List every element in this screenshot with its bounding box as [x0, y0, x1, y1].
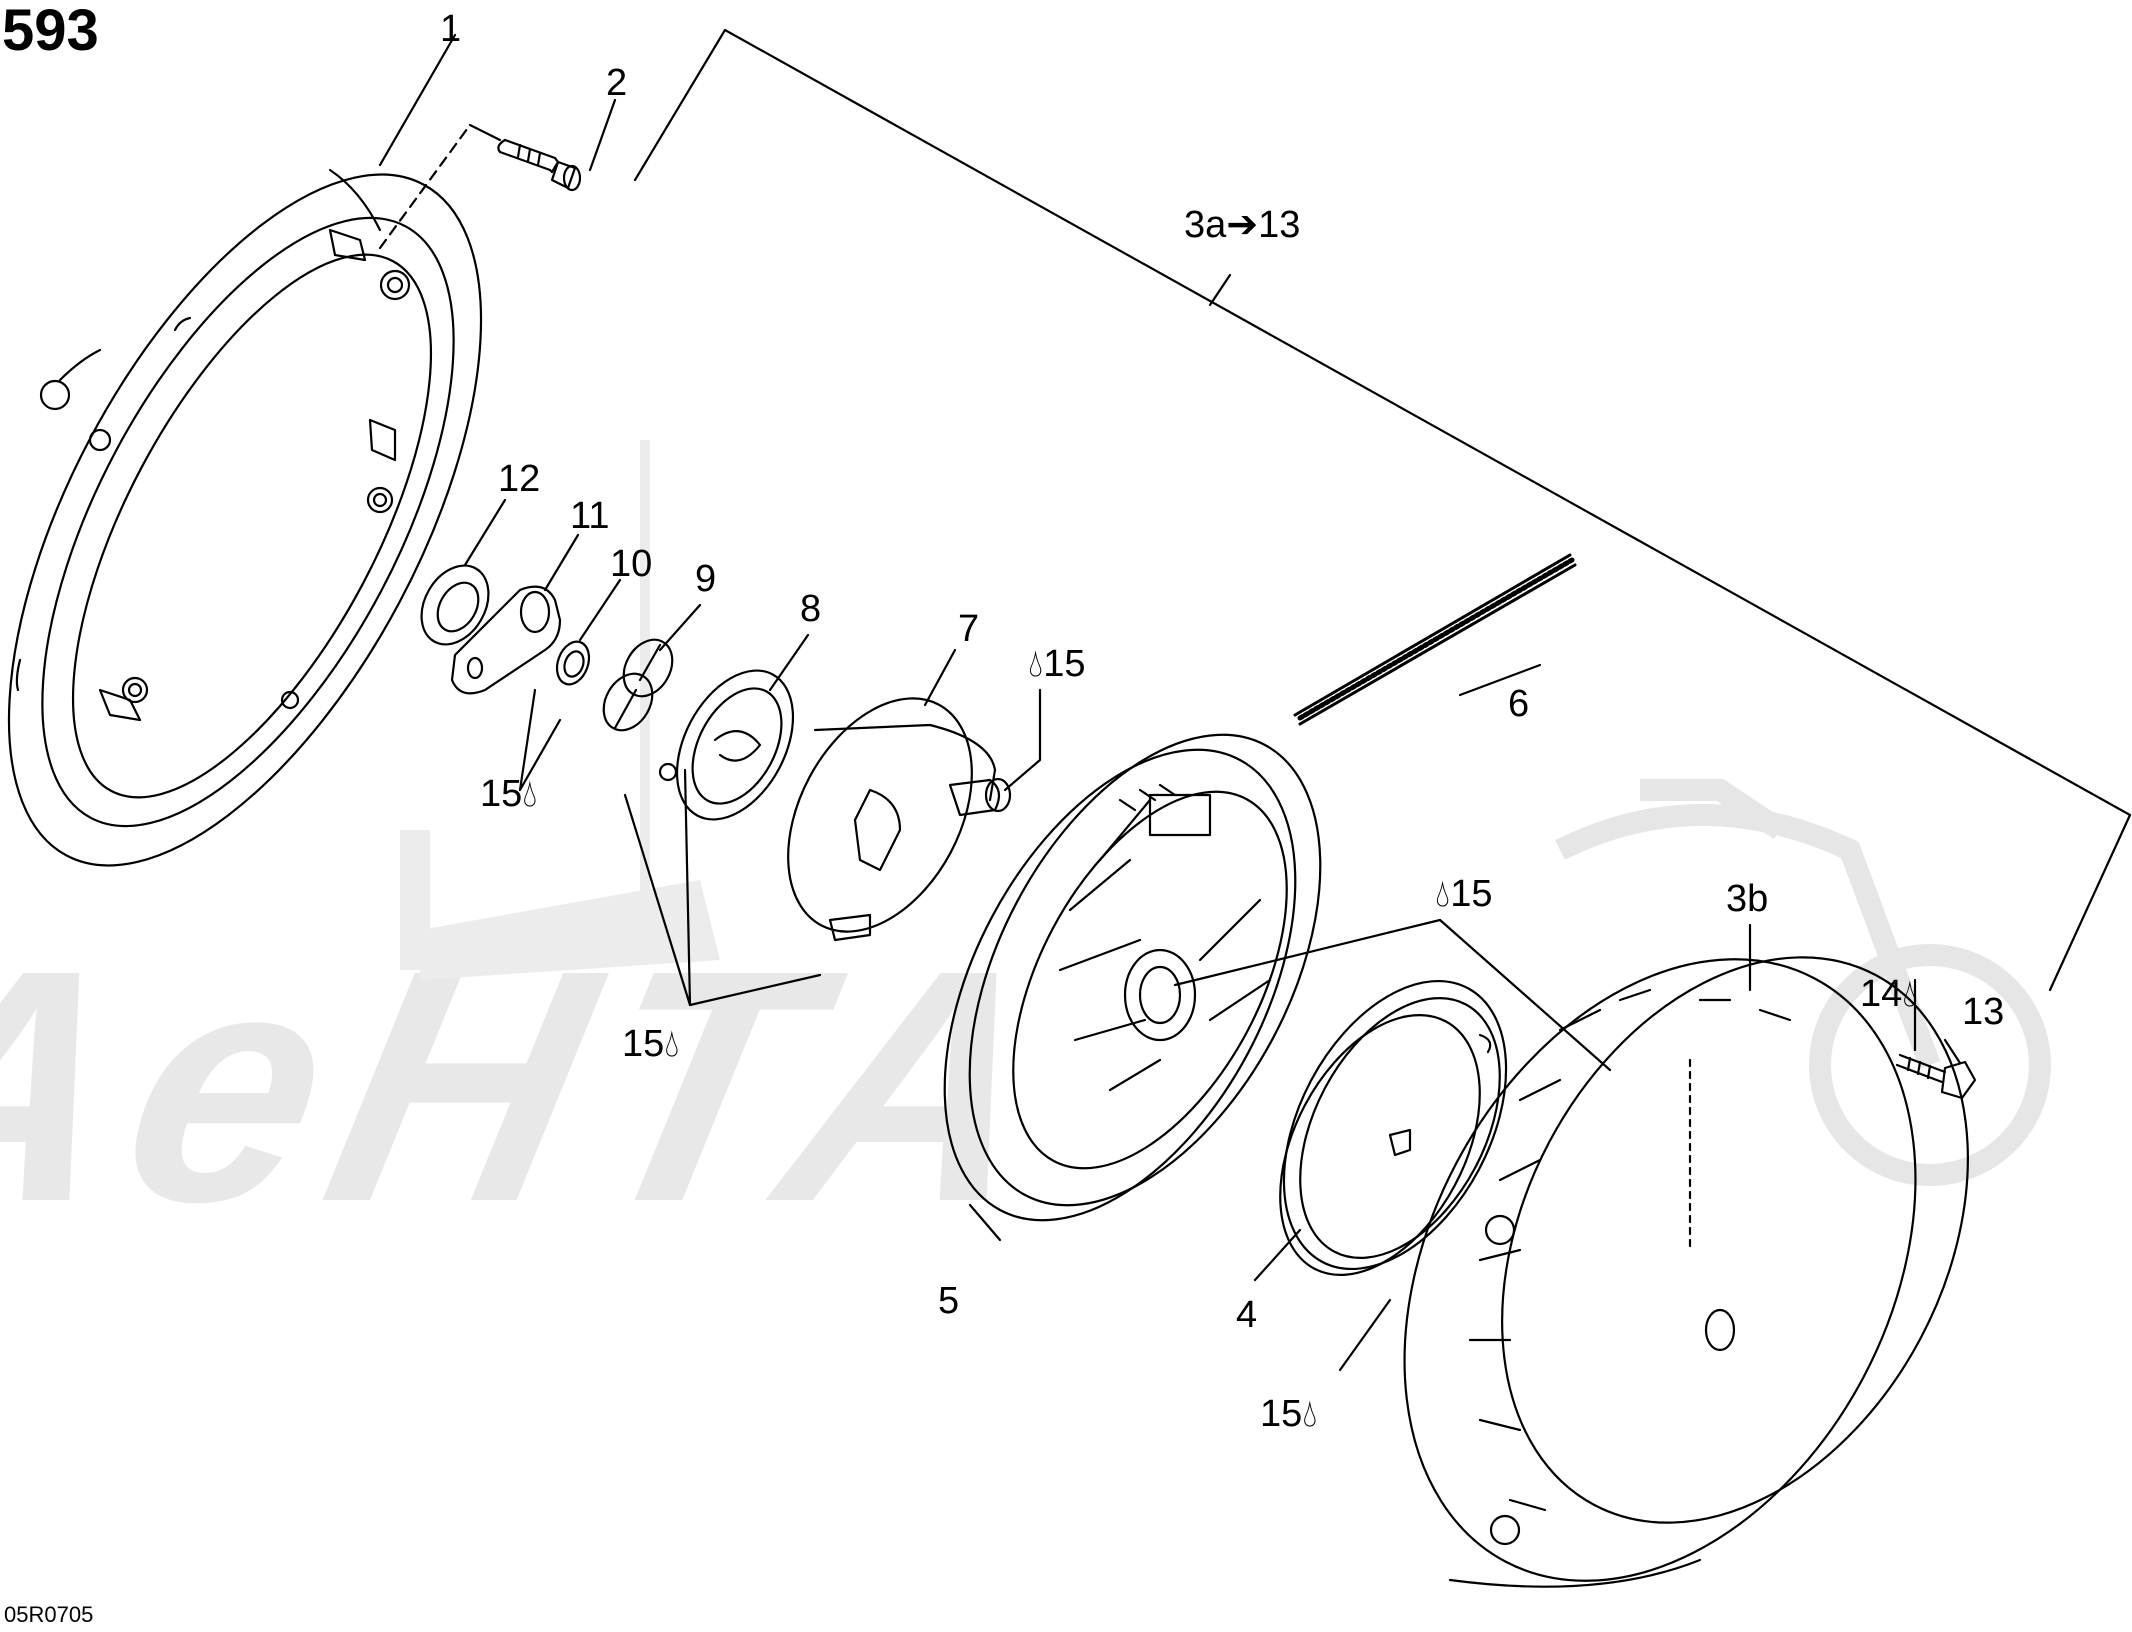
callout-5: 5 — [938, 1280, 960, 1322]
part-9-bushing — [602, 638, 674, 732]
part-7-cam — [787, 697, 1012, 942]
callout-10: 10 — [610, 543, 653, 585]
part-2-bolt — [497, 138, 582, 192]
callout-15-mid: 💧︎15 — [1435, 873, 1493, 915]
callout-8: 8 — [800, 588, 822, 630]
callout-13: 13 — [1962, 991, 2005, 1033]
part-13-bolt — [1895, 1053, 1977, 1100]
callout-15-lower: 15💧︎ — [622, 1023, 680, 1065]
callout-11: 11 — [570, 495, 610, 537]
callout-12: 12 — [498, 458, 541, 500]
page-number: 593 — [2, 0, 99, 63]
part-5-rope-pulley — [943, 733, 1322, 1222]
lubricant-drop-icon: 💧︎ — [1302, 1393, 1318, 1435]
callout-1: 1 — [440, 8, 462, 50]
callout-3b: 3b — [1726, 878, 1769, 920]
part-11-bracket — [450, 585, 562, 695]
callout-2: 2 — [606, 62, 628, 104]
lubricant-drop-icon: 💧︎ — [1435, 873, 1451, 915]
lubricant-drop-icon: 💧︎ — [1028, 643, 1044, 685]
lubricant-drop-icon: 💧︎ — [664, 1023, 680, 1065]
part-1-housing-plate — [7, 168, 483, 867]
callout-15-top: 💧︎15 — [1028, 643, 1086, 685]
callout-4: 4 — [1236, 1294, 1258, 1336]
lubricant-drop-icon: 💧︎ — [522, 773, 538, 815]
callout-9: 9 — [695, 558, 717, 600]
callout-6: 6 — [1508, 683, 1530, 725]
callout-15-left: 15💧︎ — [480, 773, 538, 815]
figure-code: 05R0705 — [4, 1602, 94, 1627]
callout-15-bottom: 15💧︎ — [1260, 1393, 1318, 1435]
callout-14: 14💧︎ — [1860, 973, 1918, 1015]
part-6-rope — [1293, 553, 1577, 726]
callout-7: 7 — [958, 608, 980, 650]
part-12-washer — [420, 564, 490, 646]
part-4-recoil-spring — [1279, 979, 1508, 1276]
callout-3a-to-13: 3a➔13 — [1184, 204, 1301, 246]
part-10-washer — [555, 640, 591, 686]
part-3b-starter-cover — [1403, 956, 1969, 1588]
lubricant-drop-icon: 💧︎ — [1902, 973, 1918, 1015]
part-8-spring — [658, 669, 795, 821]
